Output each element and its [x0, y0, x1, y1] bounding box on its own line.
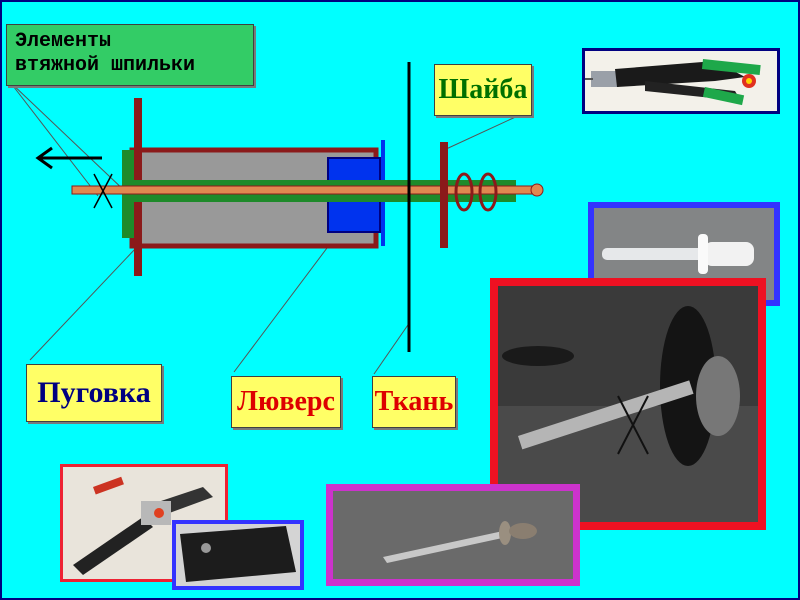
pin [71, 185, 537, 195]
callout-line-washer [443, 113, 523, 151]
riveter-tool-photo [582, 48, 780, 114]
washer-ring-2 [478, 172, 498, 212]
rivet-pin-drawing [333, 491, 573, 579]
callout-line-fabric [373, 321, 411, 375]
callout-line-elements-1 [9, 81, 99, 197]
washer-ring-1 [454, 172, 474, 212]
callout-line-grommet [233, 235, 337, 373]
rivet-pin-photo [326, 484, 580, 586]
rivet-assembly-photo [490, 278, 766, 530]
label-washer: Шайба [434, 64, 532, 116]
label-pin-elements: Элементы втяжной шпильки [6, 24, 254, 86]
cut-mark-icon [93, 173, 113, 209]
pin-head [530, 183, 544, 197]
callout-line-elements-2 [9, 81, 129, 195]
washer-plate [440, 142, 448, 248]
label-button: Пуговка [26, 364, 162, 422]
cutter-tool-photo [60, 464, 228, 582]
fabric-swatch-photo [172, 520, 304, 590]
callout-lines [9, 81, 523, 375]
label-grommet: Люверс [231, 376, 341, 428]
rivet-assembly-drawing [498, 286, 758, 522]
pull-arrow [35, 146, 102, 170]
label-fabric: Ткань [372, 376, 456, 428]
riveter-tool-drawing [585, 59, 761, 106]
callout-line-button [29, 247, 137, 361]
cutter-tool-drawing [63, 467, 225, 579]
fabric-swatch-drawing [176, 524, 300, 586]
